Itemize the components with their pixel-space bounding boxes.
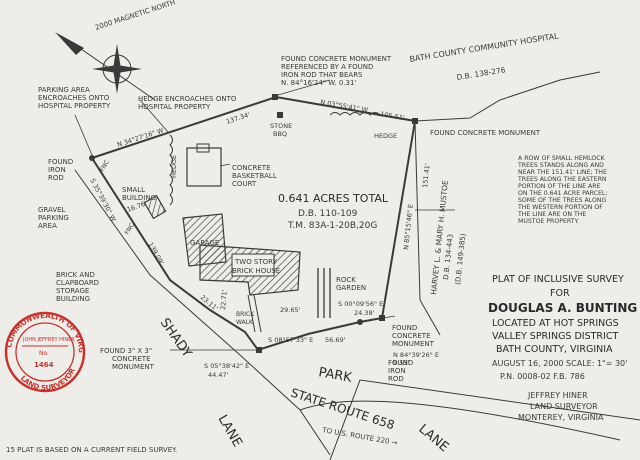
- distance-5: 139.09': [146, 241, 165, 266]
- parcel-tm: T.M. 83A-1-20B,20G: [287, 221, 377, 231]
- brick-walk-label: BRICK WALK: [236, 311, 256, 326]
- hedge-top: [329, 112, 381, 116]
- hemlock-note: A ROW OF SMALL HEMLOCK TREES STANDS ALON…: [517, 155, 609, 225]
- bearing-1: N 34°27'16" W: [116, 126, 165, 149]
- garage-label: GARAGE: [190, 239, 219, 247]
- park-label: PARK: [317, 365, 353, 386]
- distance-7: 22.71': [219, 289, 229, 310]
- parking-note: PARKING AREA ENCROACHES ONTO HOSPITAL PR…: [38, 86, 111, 110]
- bearing-5: S 00°09'56" E: [338, 300, 383, 308]
- mustoe-db1: D.B. 134-443: [442, 234, 455, 281]
- stone-bbq-icon: [277, 112, 283, 118]
- park-lane-label: LANE: [415, 422, 451, 456]
- shady-lane-edge-west: [74, 169, 331, 456]
- distance-2: 105.51': [380, 110, 406, 122]
- gravel-parking-note: GRAVEL PARKING AREA: [38, 206, 71, 230]
- stone-bbq-label: STONE BBQ: [270, 122, 294, 138]
- title-block: PLAT OF INCLUSIVE SURVEY FOR DOUGLAS A. …: [488, 274, 637, 422]
- surveyor-name: JEFFREY HINER: [527, 391, 588, 400]
- distance-10: 56.69': [325, 336, 346, 344]
- found-iron-rod-bottom-note: FOUND IRON ROD: [388, 359, 416, 383]
- title-line-5: VALLEY SPRINGS DISTRICT: [492, 331, 618, 342]
- north-arrow-icon: N: [55, 32, 156, 101]
- mustoe-db2: (D.B. 149-385): [454, 233, 467, 285]
- mustoe-line: [414, 120, 441, 336]
- hedge-top-label: HEDGE: [374, 132, 397, 140]
- parcel-db: D.B. 110-109: [298, 209, 358, 219]
- park-lane-edge: [329, 379, 640, 460]
- hedge-left-label: HEDGE: [170, 155, 178, 178]
- bearing-8: N 84°39'26" E: [393, 351, 439, 359]
- basketball-court: [186, 147, 222, 187]
- distance-8: 29.65': [280, 306, 301, 314]
- north-n-label: N: [114, 65, 121, 76]
- seal-no: No.: [39, 350, 49, 357]
- surveyor-title: LAND SURVEYOR: [530, 402, 598, 411]
- shady-lane-label-2: LANE: [215, 413, 245, 450]
- title-pn: P.N. 0008-02 F.B. 786: [500, 372, 585, 381]
- surveyor-seal: COMMONWEALTH OF VIRGINIA LAND SURVEYOR J…: [0, 0, 86, 393]
- parcel-acres: 0.641 ACRES TOTAL: [278, 192, 389, 205]
- bearing-4: S 35°39'30" W: [88, 177, 118, 223]
- found-monument-top-note: FOUND CONCRETE MONUMENT REFERENCED BY A …: [281, 55, 393, 87]
- monument-bottom-right: [379, 315, 385, 321]
- title-line-6: BATH COUNTY, VIRGINIA: [496, 344, 613, 355]
- found-3x3-note: FOUND 3" X 3" CONCRETE MONUMENT: [100, 347, 155, 371]
- iron-rod-bottom: [357, 319, 363, 325]
- found-monument-right-note: FOUND CONCRETE MONUMENT: [430, 129, 541, 137]
- hospital-line: [414, 71, 601, 122]
- small-building-note: SMALL BUILDING: [122, 186, 156, 202]
- route-658-edge: [299, 400, 621, 441]
- iron-rod-left: [89, 155, 95, 161]
- found-iron-rod-left-note: FOUND IRON ROD: [48, 158, 76, 182]
- monument-3x3: [256, 347, 262, 353]
- surveyor-location: MONTEREY, VIRGINIA: [518, 413, 604, 422]
- fnc-label-1: FNC: [99, 159, 111, 173]
- storage-building-note: BRICK AND CLAPBOARD STORAGE BUILDING: [56, 271, 101, 303]
- north-label: 2000 MAGNETIC NORTH: [94, 0, 176, 32]
- title-line-4: LOCATED AT HOT SPRINGS: [492, 318, 619, 329]
- found-monument-bottom-right-note: FOUND CONCRETE MONUMENT: [392, 324, 435, 348]
- monument-top: [272, 94, 278, 100]
- bearing-2: N 03°55'41" W: [320, 98, 369, 114]
- bearing-7: S 05°38'42" E: [204, 362, 249, 370]
- rock-garden: [317, 268, 331, 318]
- shady-lane-label-1: SHADY: [157, 316, 195, 361]
- hospital-db: D.B. 138-276: [456, 65, 506, 82]
- distance-3: 151.41': [421, 163, 432, 188]
- small-building: [143, 194, 167, 220]
- seal-name: JOHN JEFFREY HINER: [22, 337, 75, 343]
- rock-garden-note: ROCK GARDEN: [336, 276, 366, 292]
- hedge-left: [169, 134, 173, 206]
- bearing-3: N 85°15'46" E: [402, 204, 415, 251]
- distance-12: 9.53': [393, 359, 409, 367]
- field-survey-note: 15 PLAT IS BASED ON A CURRENT FIELD SURV…: [6, 446, 177, 454]
- seal-bottom-text: LAND SURVEYOR: [19, 366, 77, 392]
- bearing-6: S 08°57'33" E: [268, 336, 313, 344]
- hedge-encroach-note: HEDGE ENCROACHES ONTO HOSPITAL PROPERTY: [138, 95, 239, 111]
- distance-9: 24.38': [354, 309, 375, 317]
- hospital-name: BATH COUNTY COMMUNITY HOSPITAL: [409, 31, 560, 64]
- monument-right: [412, 118, 418, 124]
- title-line-1: PLAT OF INCLUSIVE SURVEY: [492, 274, 624, 285]
- title-date: AUGUST 16, 2000 SCALE: 1"= 30': [492, 359, 627, 368]
- shady-lane-boundary: [91, 157, 171, 281]
- title-line-2: FOR: [550, 288, 570, 299]
- title-line-3: DOUGLAS A. BUNTING: [488, 301, 637, 315]
- seal-number: 1464: [34, 361, 54, 369]
- house-label: TWO STORY BRICK HOUSE: [232, 258, 280, 275]
- distance-11: 44.47': [208, 371, 229, 379]
- basketball-court-note: CONCRETE BASKETBALL COURT: [232, 164, 279, 188]
